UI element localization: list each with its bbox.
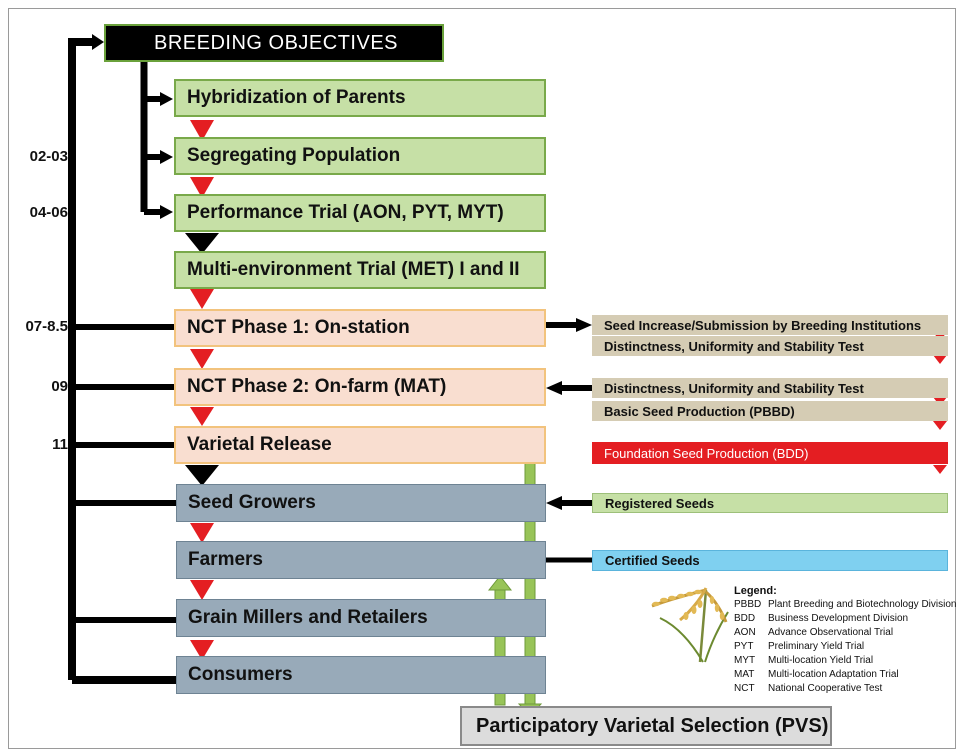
- registered-to-growers-arrowhead: [546, 496, 562, 510]
- certified-seeds-box: Certified Seeds: [592, 550, 948, 571]
- foundation-seed-box: Foundation Seed Production (BDD): [592, 442, 948, 464]
- legend-text: Advance Observational Trial: [768, 627, 894, 638]
- legend-abbr: PBBD: [734, 599, 762, 610]
- down-arrow-2: [190, 177, 214, 198]
- stage-performance-trial: Performance Trial (AON, PYT, MYT): [174, 194, 546, 232]
- year-label-07-8-5: 07-8.5: [25, 318, 68, 335]
- year-label-02-03: 02-03: [29, 148, 68, 165]
- legend-row-nct: NCT National Cooperative Test: [734, 683, 882, 694]
- down-arrow-10: [190, 640, 214, 660]
- down-arrow-1: [190, 120, 214, 141]
- year-label-11: 11: [52, 436, 68, 453]
- down-arrow-4: [190, 289, 214, 309]
- legend-text: Plant Breeding and Biotechnology Divisio…: [768, 599, 957, 610]
- feedback-line: [68, 38, 92, 680]
- down-arrow-9: [190, 580, 214, 600]
- stage-nct-phase-2: NCT Phase 2: On-farm (MAT): [174, 368, 546, 406]
- down-arrow-8: [190, 523, 214, 543]
- pvs-box: Participatory Varietal Selection (PVS): [460, 706, 832, 746]
- registered-seeds-box: Registered Seeds: [592, 493, 948, 513]
- legend-abbr: PYT: [734, 641, 754, 652]
- arrow-to-segregating: [160, 150, 173, 164]
- year-label-04-06: 04-06: [29, 204, 68, 221]
- stage-grain-millers: Grain Millers and Retailers: [176, 599, 546, 637]
- legend-text: Preliminary Yield Trial: [768, 641, 865, 652]
- stage-seed-growers: Seed Growers: [176, 484, 546, 522]
- nct1-to-seed-arrowhead: [576, 318, 592, 332]
- dus-test-box-2: Distinctness, Uniformity and Stability T…: [592, 378, 948, 398]
- legend-row-myt: MYT Multi-location Yield Trial: [734, 655, 873, 666]
- legend-text: Multi-location Adaptation Trial: [768, 669, 899, 680]
- down-arrow-3: [185, 233, 219, 254]
- down-arrow-6: [190, 407, 214, 426]
- down-arrow-7: [185, 465, 219, 486]
- stage-varietal-release: Varietal Release: [174, 426, 546, 464]
- legend-abbr: MYT: [734, 655, 756, 666]
- arrow-to-performance: [160, 205, 173, 219]
- legend-text: National Cooperative Test: [768, 683, 883, 694]
- dus-test-box-1: Distinctness, Uniformity and Stability T…: [592, 336, 948, 356]
- pvs-up-arrowhead: [487, 575, 513, 591]
- rice-plant-icon: [651, 587, 729, 663]
- seed-arrow-5: [933, 465, 947, 474]
- stage-hybridization: Hybridization of Parents: [174, 79, 546, 117]
- seed-arrow-4: [933, 421, 947, 430]
- seed-increase-box: Seed Increase/Submission by Breeding Ins…: [592, 315, 948, 335]
- stage-farmers: Farmers: [176, 541, 546, 579]
- legend-row-bdd: BDD Business Development Division: [734, 613, 908, 624]
- seed-arrow-2: [933, 355, 947, 364]
- legend-abbr: NCT: [734, 683, 755, 694]
- legend-row-aon: AON Advance Observational Trial: [734, 627, 893, 638]
- legend-text: Business Development Division: [768, 613, 909, 624]
- legend-row-pbbd: PBBD Plant Breeding and Biotechnology Div…: [734, 599, 956, 610]
- breeding-objectives-box: BREEDING OBJECTIVES: [104, 24, 444, 62]
- legend-title: Legend:: [734, 585, 777, 597]
- legend-abbr: BDD: [734, 613, 756, 624]
- basic-seed-box: Basic Seed Production (PBBD): [592, 401, 948, 421]
- legend-row-mat: MAT Multi-location Adaptation Trial: [734, 669, 899, 680]
- year-label-09: 09: [51, 378, 68, 395]
- legend-row-pyt: PYT Preliminary Yield Trial: [734, 641, 864, 652]
- legend-abbr: AON: [734, 627, 756, 638]
- down-arrow-5: [190, 349, 214, 369]
- stage-segregating: Segregating Population: [174, 137, 546, 175]
- legend-text: Multi-location Yield Trial: [768, 655, 874, 666]
- stage-consumers: Consumers: [176, 656, 546, 694]
- legend-abbr: MAT: [734, 669, 755, 680]
- arrow-to-hybridization: [160, 92, 173, 106]
- stage-nct-phase-1: NCT Phase 1: On-station: [174, 309, 546, 347]
- stage-multi-environment-trial: Multi-environment Trial (MET) I and II: [174, 251, 546, 289]
- feedback-arrowhead: [92, 34, 104, 50]
- dus-to-nct2-arrowhead: [546, 381, 562, 395]
